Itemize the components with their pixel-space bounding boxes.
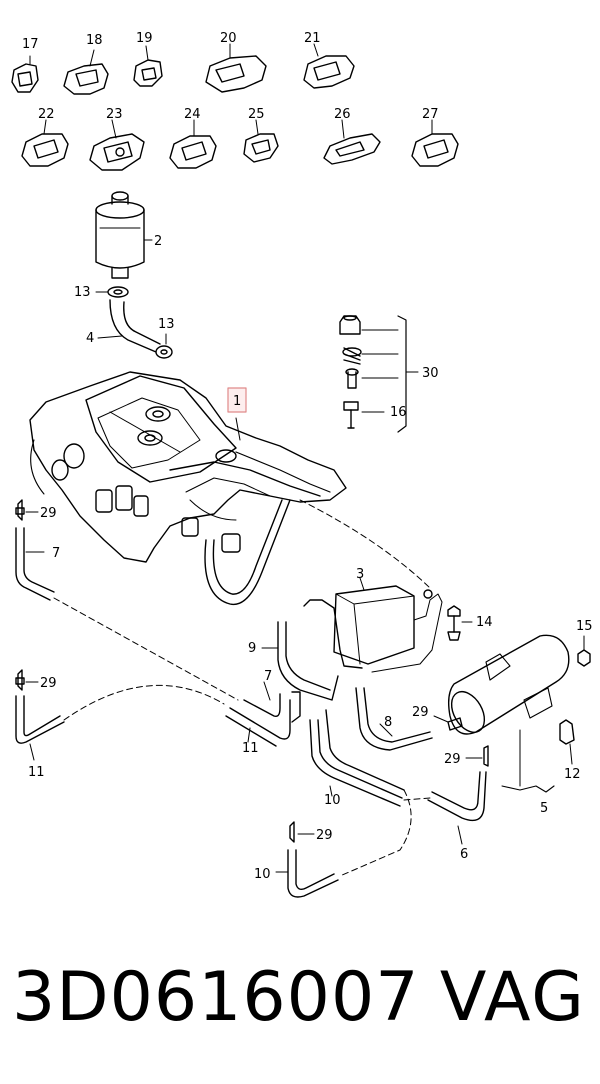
mount-assembly-part-30 [339,315,419,433]
callout-17: 17 [22,37,39,52]
clip-26 [323,119,381,165]
hose-part-6 [427,771,487,845]
dashed-leader-lines [53,499,431,877]
hose-part-4 [97,299,161,353]
fitting-29-d [465,745,489,767]
callout-9: 9 [248,641,256,656]
control-module-part-3 [303,577,443,673]
callout-29-a: 29 [40,506,57,521]
fitting-29-a [15,499,39,521]
callout-2: 2 [154,234,162,249]
callout-22: 22 [38,107,55,122]
clip-23 [89,119,145,171]
clip-21 [303,43,355,89]
callout-26: 26 [334,107,351,122]
callout-11-left: 11 [28,765,45,780]
fitting-29-e [289,821,315,843]
hose-part-8 [355,687,433,751]
clip-18 [63,49,109,95]
part-number: 3D0616007 [12,958,420,1037]
callout-12: 12 [564,767,581,782]
filter-part-2 [95,191,153,279]
bolt-part-14 [447,605,473,641]
callout-10-upper: 10 [324,793,341,808]
hose-part-10-upper [309,709,405,807]
callout-10-lower: 10 [254,867,271,882]
callout-14: 14 [476,615,493,630]
callout-7-left: 7 [52,546,60,561]
hose-part-9 [261,621,339,701]
compressor-unit-part-1 [29,371,347,606]
callout-29-b: 29 [40,676,57,691]
callout-23: 23 [106,107,123,122]
callout-29-d: 29 [444,752,461,767]
callout-13-lower: 13 [158,317,175,332]
clip-27 [411,119,459,167]
clip-24 [169,119,217,169]
callout-20: 20 [220,31,237,46]
callout-24: 24 [184,107,201,122]
callout-11-right: 11 [242,741,259,756]
callout-6: 6 [460,847,468,862]
callout-15: 15 [576,619,593,634]
callout-19: 19 [136,31,153,46]
seal-part-13-upper [95,286,129,298]
air-reservoir-part-5 [447,634,570,793]
clip-part-12 [559,719,575,765]
callout-5: 5 [540,801,548,816]
callout-13-upper: 13 [74,285,91,300]
fitting-29-b [15,669,39,691]
callout-27: 27 [422,107,439,122]
hose-part-11-left [15,695,65,761]
hose-part-7-left [15,527,55,601]
clip-20 [205,43,267,93]
callout-29-c: 29 [412,705,429,720]
callout-30: 30 [422,366,439,381]
brand-name: VAG [439,958,586,1037]
callout-29-e: 29 [316,828,333,843]
callout-25: 25 [248,107,265,122]
clip-17 [11,55,39,93]
callout-1: 1 [233,394,241,409]
callout-1-highlight [227,387,247,413]
callout-18: 18 [86,33,103,48]
fitting-29-c [433,715,463,731]
clip-25 [243,119,279,163]
nut-part-15 [577,635,591,667]
clip-19 [133,45,163,87]
callout-4: 4 [86,331,94,346]
callout-3: 3 [356,567,364,582]
footer: 3D0616007 VAG [0,950,600,1060]
hose-part-7-11-right [225,681,301,747]
callout-16: 16 [390,405,407,420]
seal-part-13-lower [155,333,173,359]
callout-21: 21 [304,31,321,46]
callout-7-right: 7 [264,669,272,684]
callout-8: 8 [384,715,392,730]
hose-part-10-lower [275,849,339,898]
exploded-parts-diagram: 17 18 19 20 21 22 23 24 25 26 27 1 2 3 4… [11,31,593,898]
clip-22 [21,119,69,167]
